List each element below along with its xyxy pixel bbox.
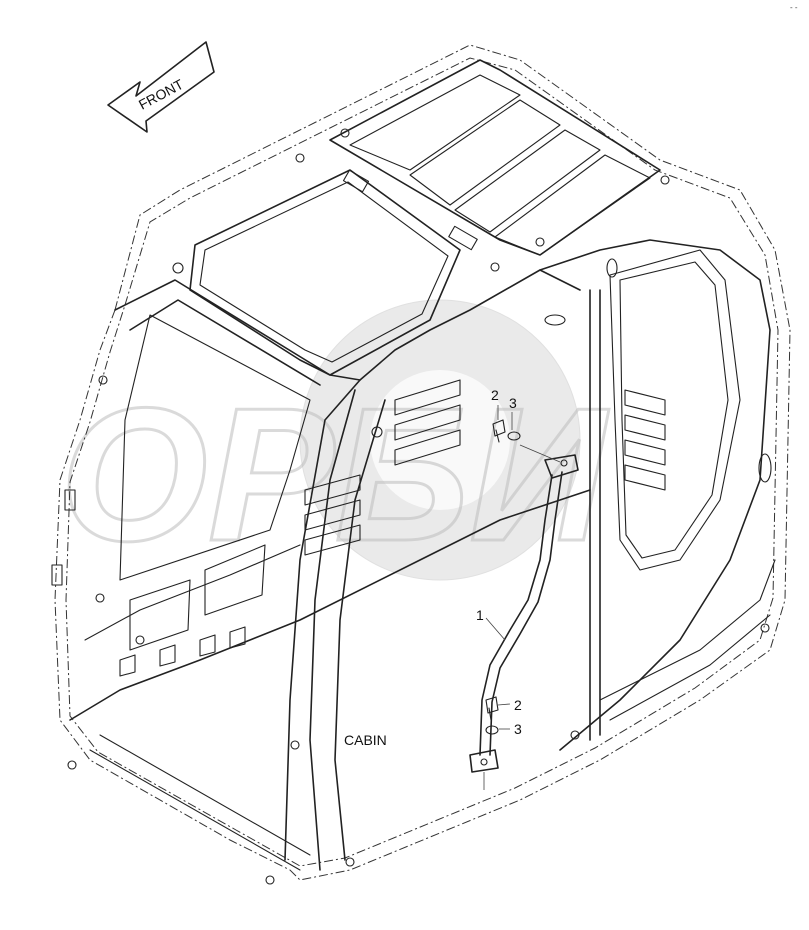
callout-2-lower: 2 (514, 697, 522, 713)
fasteners-lower (485, 696, 511, 735)
callout-3-lower: 3 (514, 721, 522, 737)
front-label: FRONT (136, 76, 186, 113)
watermark: ОРБИ (59, 299, 611, 583)
front-arrow-icon: FRONT (107, 41, 215, 133)
callout-1: 1 (476, 607, 484, 623)
frame-bolts (51, 128, 770, 885)
cabin-outline (54, 44, 791, 881)
handrail-part-1 (469, 444, 579, 790)
cabin-label: CABIN (344, 732, 387, 748)
watermark-text: ОРБИ (60, 369, 609, 581)
callout-2-upper: 2 (491, 387, 499, 403)
louvres-right (624, 389, 666, 491)
corner-mark: - - (790, 3, 798, 12)
louvres-center (304, 379, 461, 556)
leader-part-1 (485, 617, 506, 641)
callout-3-upper: 3 (509, 395, 517, 411)
fasteners-upper (492, 405, 521, 443)
